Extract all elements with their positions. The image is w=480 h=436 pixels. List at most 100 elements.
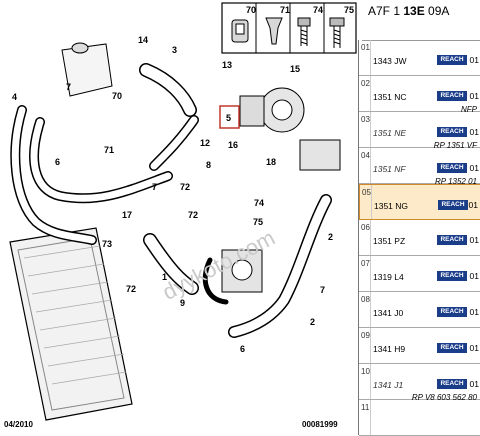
callout-7b[interactable]: 7 [152, 182, 157, 192]
callout-6b[interactable]: 6 [240, 344, 245, 354]
row-number: 05 [362, 188, 371, 197]
part-number: 1351 NC [373, 92, 407, 102]
row-number: 01 [361, 43, 370, 52]
callout-74[interactable]: 74 [254, 198, 264, 208]
row-number: 06 [361, 223, 370, 232]
quantity: 01 [469, 55, 479, 65]
callout-12[interactable]: 12 [200, 138, 210, 148]
reach-badge: REACH [437, 307, 467, 317]
row-divider [370, 400, 371, 435]
callout-5[interactable]: 5 [226, 113, 231, 123]
reach-badge: REACH [437, 163, 467, 173]
callout-3[interactable]: 3 [172, 45, 177, 55]
callout-18[interactable]: 18 [266, 157, 276, 167]
callout-72c[interactable]: 72 [126, 284, 136, 294]
clip-71-icon [265, 17, 283, 45]
hoses [10, 63, 332, 338]
row-number: 11 [361, 403, 370, 412]
callout-13[interactable]: 13 [222, 60, 232, 70]
callout-5-highlight[interactable] [219, 105, 240, 129]
reach-badge: REACH [437, 91, 467, 101]
callout-2b[interactable]: 2 [310, 317, 315, 327]
callout-9[interactable]: 9 [180, 298, 185, 308]
callout-4[interactable]: 4 [12, 92, 17, 102]
inset-label-75: 75 [344, 5, 354, 15]
callout-8[interactable]: 8 [206, 160, 211, 170]
part-number: 1343 JW [373, 56, 407, 66]
reach-badge: REACH [437, 127, 467, 137]
inset-box: 70 71 74 75 [221, 2, 357, 54]
replacement-note: RP 1351 VF [433, 141, 477, 150]
clip-70-icon [231, 19, 249, 43]
callout-73[interactable]: 73 [102, 239, 112, 249]
table-row[interactable]: 11 [359, 400, 480, 436]
part-number: 1341 J0 [373, 308, 404, 318]
part-number: 1351 NE [373, 128, 407, 138]
callout-72b[interactable]: 72 [188, 210, 198, 220]
row-divider [370, 112, 371, 147]
footer-doc-number: 00081999 [302, 420, 338, 429]
quantity: 01 [468, 200, 478, 210]
callout-6[interactable]: 6 [55, 157, 60, 167]
row-number: 08 [361, 295, 370, 304]
callout-71[interactable]: 71 [104, 145, 114, 155]
row-divider [370, 148, 371, 183]
part-number: 1341 H9 [373, 344, 406, 354]
part-number: 1319 L4 [373, 272, 404, 282]
callout-15[interactable]: 15 [290, 64, 300, 74]
callout-1[interactable]: 1 [162, 272, 167, 282]
parts-diagram: 70 71 74 75 [9, 2, 357, 421]
callout-2[interactable]: 2 [328, 232, 333, 242]
reach-badge: REACH [437, 235, 467, 245]
callout-14[interactable]: 14 [138, 35, 148, 45]
quantity: 01 [469, 235, 479, 245]
row-divider [370, 40, 371, 75]
callout-72a[interactable]: 72 [180, 182, 190, 192]
quantity: 01 [469, 307, 479, 317]
callout-17[interactable]: 17 [122, 210, 132, 220]
row-divider [370, 76, 371, 111]
callout-70[interactable]: 70 [112, 91, 122, 101]
reach-badge: REACH [437, 379, 467, 389]
inset-label-71: 71 [280, 5, 290, 15]
quantity: 01 [469, 343, 479, 353]
inset-label-70: 70 [246, 5, 256, 15]
callout-75[interactable]: 75 [253, 217, 263, 227]
replacement-note: RP 1352 01 [435, 177, 477, 186]
quantity: 01 [469, 379, 479, 389]
row-number: 03 [361, 115, 370, 124]
callout-7c[interactable]: 7 [320, 285, 325, 295]
row-divider [370, 328, 371, 363]
egr-valve [221, 249, 263, 293]
footer-date: 04/2010 [4, 420, 33, 429]
callout-16[interactable]: 16 [228, 140, 238, 150]
replacement-note: NFP [461, 105, 477, 114]
callout-7[interactable]: 7 [66, 82, 71, 92]
reach-badge: REACH [437, 271, 467, 281]
reach-badge: REACH [437, 343, 467, 353]
bolt-75-icon [329, 17, 345, 48]
row-number: 10 [361, 367, 370, 376]
diagram-header: A7F 1 13E 09A [362, 0, 480, 41]
quantity: 01 [469, 271, 479, 281]
row-number: 07 [361, 259, 370, 268]
bolt-74-icon [297, 17, 311, 46]
row-number: 04 [361, 151, 370, 160]
row-divider [370, 292, 371, 327]
reach-badge: REACH [438, 200, 468, 210]
quantity: 01 [469, 163, 479, 173]
row-number: 09 [361, 331, 370, 340]
turbocharger [239, 87, 305, 133]
part-number: 1341 J1 [373, 380, 404, 390]
row-divider [370, 364, 371, 399]
